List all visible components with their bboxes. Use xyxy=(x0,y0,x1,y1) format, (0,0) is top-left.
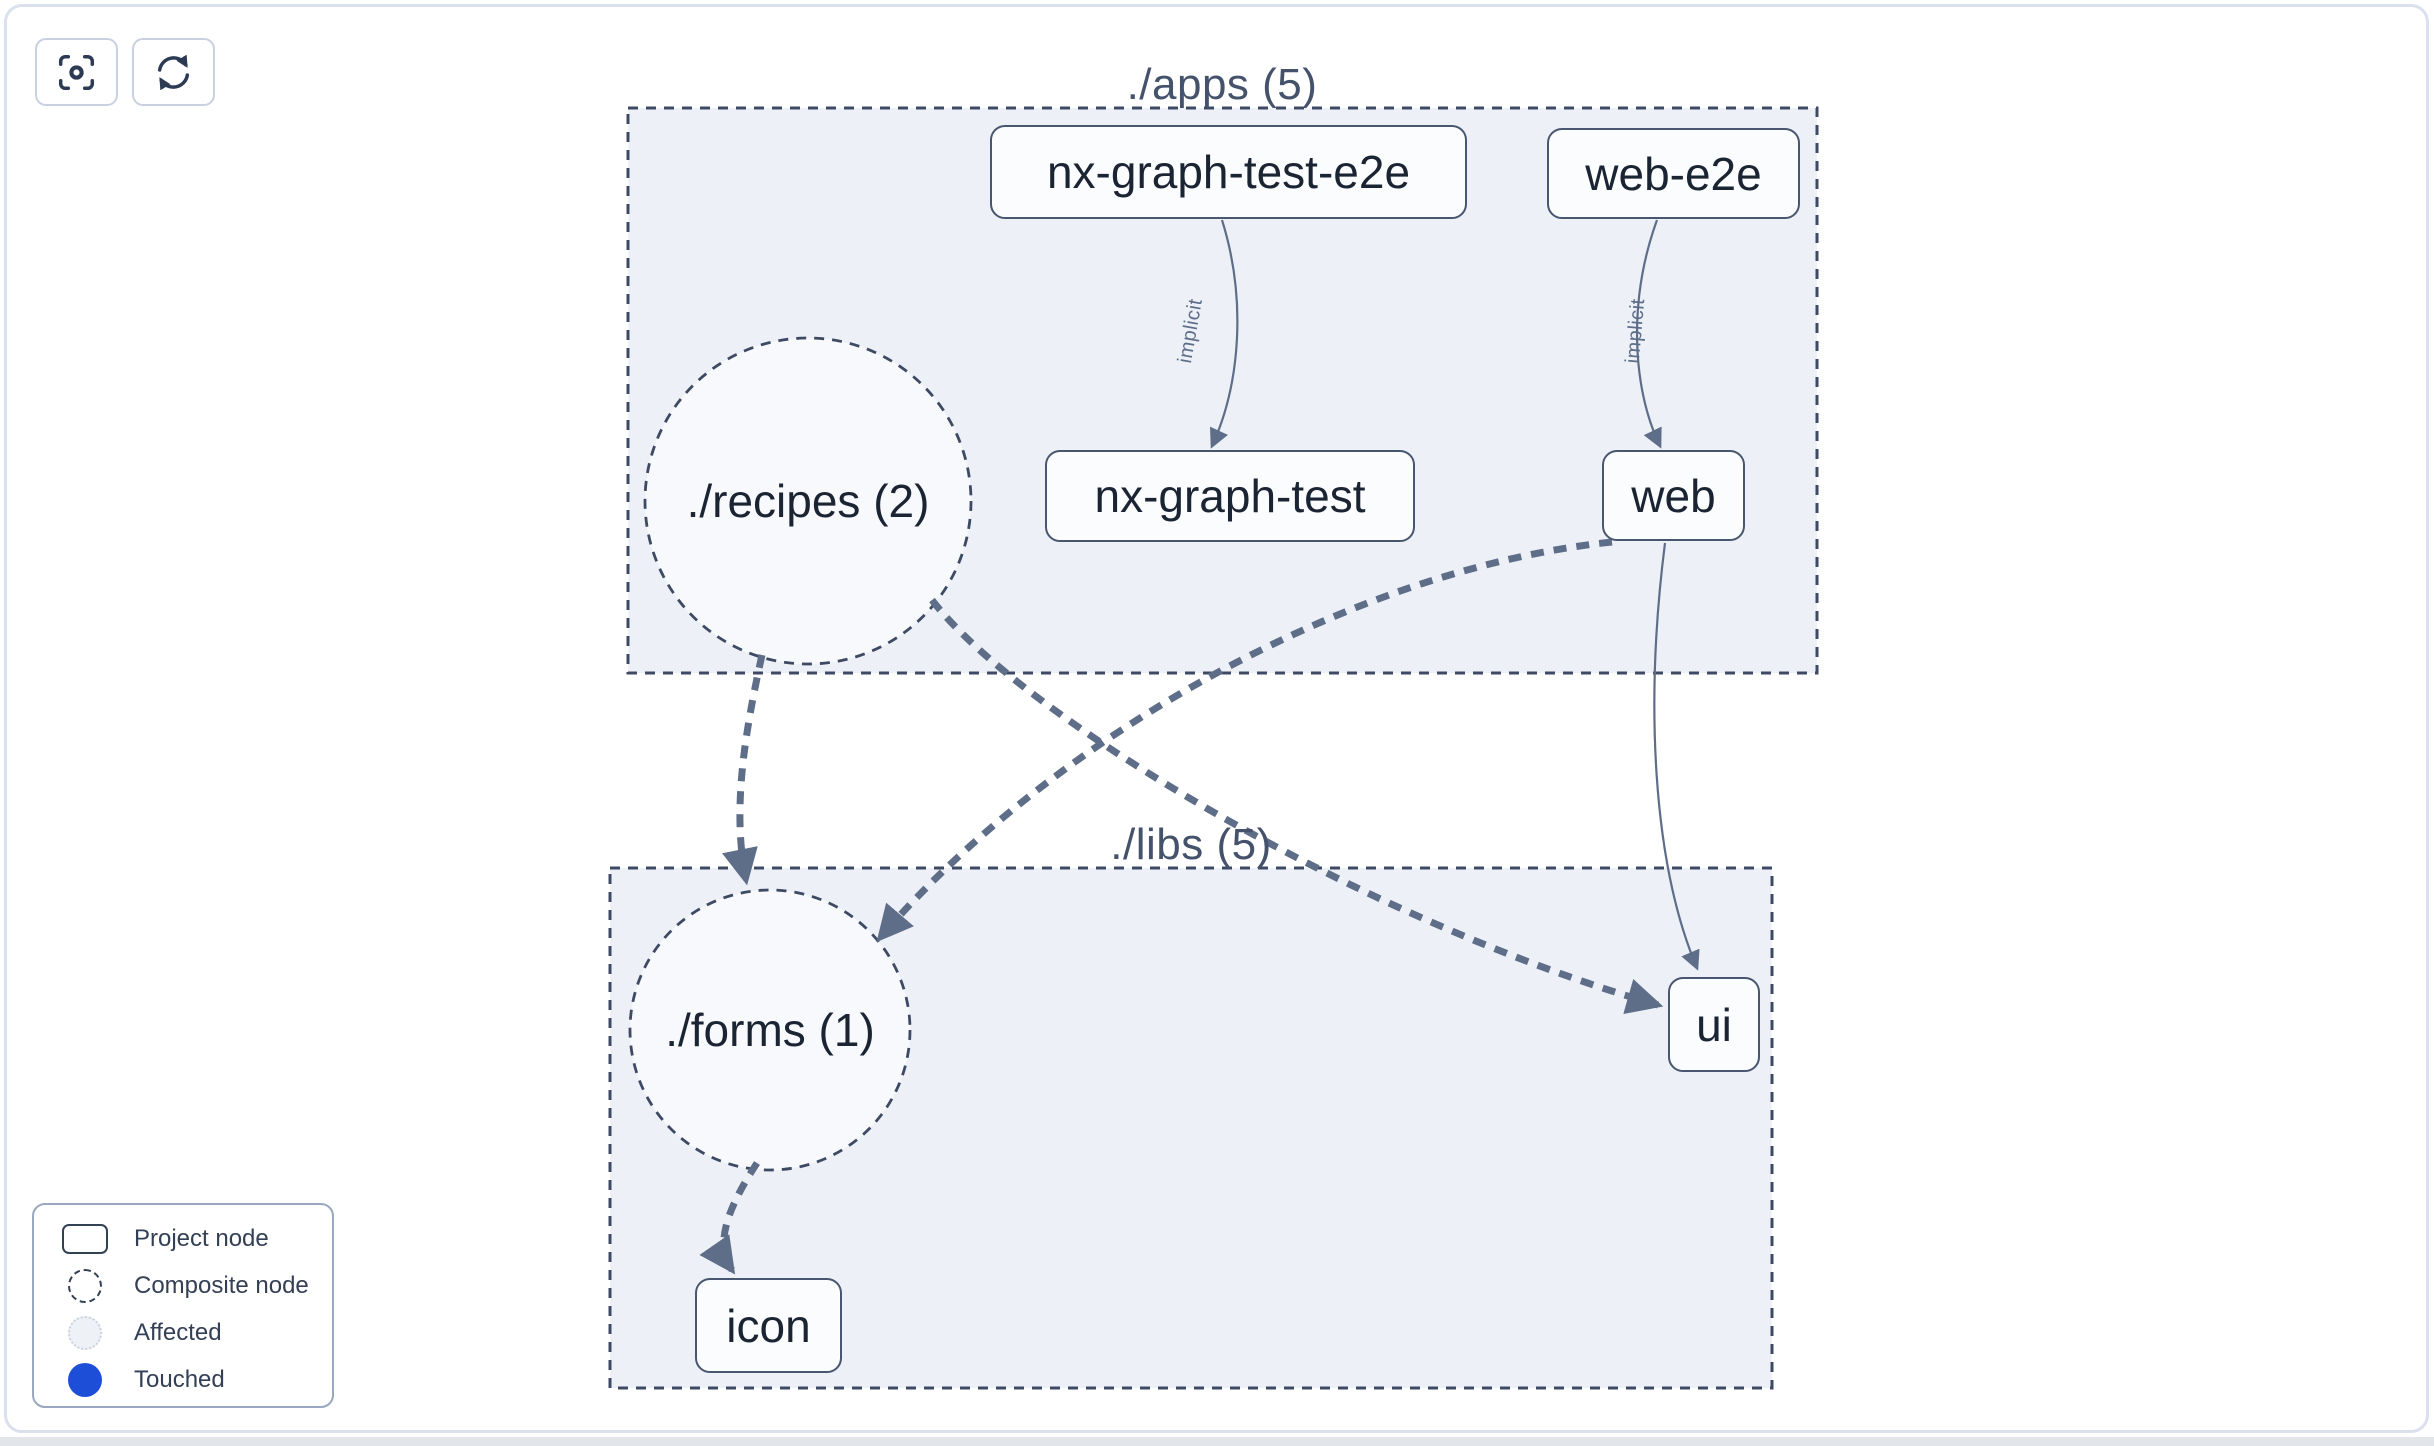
composite-node-forms[interactable]: ./forms (1) xyxy=(630,890,910,1170)
composite-node-recipes[interactable]: ./recipes (2) xyxy=(645,338,971,664)
legend-label: Affected xyxy=(134,1318,222,1346)
composite-circle-recipes xyxy=(643,336,973,666)
page-bottom-strip xyxy=(0,1437,2434,1446)
legend-panel: Project node Composite node Affected Tou… xyxy=(32,1203,334,1408)
canvas-border xyxy=(4,4,2429,1433)
edge-web-e2e-to-web xyxy=(1636,219,1662,449)
node-label: web xyxy=(1631,469,1716,522)
refresh-icon xyxy=(157,54,190,90)
refresh-button[interactable] xyxy=(132,38,215,106)
legend-label: Project node xyxy=(134,1224,269,1252)
edge-recipes-to-forms xyxy=(722,654,766,886)
project-node-ui[interactable]: ui xyxy=(1668,977,1760,1072)
edge-forms-to-icon xyxy=(699,1161,760,1275)
node-label: ./forms (1) xyxy=(665,1004,875,1056)
group-label-apps: ./apps (5) xyxy=(1126,60,1318,109)
project-node-swatch xyxy=(62,1223,108,1254)
legend-label: Touched xyxy=(134,1365,225,1393)
project-node-nx-graph-test-e2e[interactable]: nx-graph-test-e2e xyxy=(990,125,1467,219)
focus-icon xyxy=(58,54,95,90)
node-label: nx-graph-test-e2e xyxy=(1046,146,1411,198)
node-label: ./recipes (2) xyxy=(686,475,930,527)
project-node-web-e2e[interactable]: web-e2e xyxy=(1547,128,1800,219)
project-node-nx-graph-test[interactable]: nx-graph-test xyxy=(1045,450,1415,542)
touched-swatch xyxy=(68,1362,102,1397)
legend-item-touched: Touched xyxy=(34,1356,332,1403)
group-label-libs: ./libs (5) xyxy=(1110,820,1272,869)
legend-label: Composite node xyxy=(134,1271,309,1299)
legend-item-composite-node: Composite node xyxy=(34,1262,332,1309)
edge-recipes-to-ui xyxy=(929,597,1664,1015)
edge-web-to-ui xyxy=(1653,542,1700,971)
node-label: web-e2e xyxy=(1585,147,1762,200)
project-node-icon[interactable]: icon xyxy=(695,1278,842,1373)
affected-swatch xyxy=(68,1315,102,1350)
project-node-web[interactable]: web xyxy=(1602,450,1745,541)
node-label: nx-graph-test xyxy=(1094,470,1366,522)
composite-circle-forms xyxy=(628,888,912,1172)
node-label: ui xyxy=(1696,998,1732,1051)
edge-web-to-forms xyxy=(876,538,1613,943)
edge-nx-graph-test-e2e-to-nx-graph-test xyxy=(1210,219,1239,449)
legend-item-affected: Affected xyxy=(34,1309,332,1356)
node-label: icon xyxy=(726,1299,811,1352)
focus-button[interactable] xyxy=(35,38,118,106)
legend-item-project-node: Project node xyxy=(34,1215,332,1262)
composite-node-swatch xyxy=(68,1268,102,1303)
